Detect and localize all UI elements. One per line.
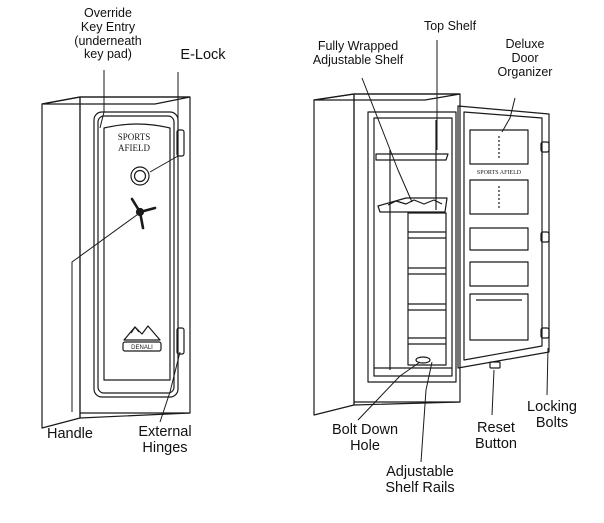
external-hinge-top: [176, 129, 185, 157]
leader-lines: [71, 40, 549, 463]
closed-safe-door: [93, 111, 179, 398]
deluxe-door-organizer: [469, 129, 529, 341]
locking-bolts: [540, 141, 550, 339]
top-shelf: [375, 153, 449, 161]
deluxe-door-organizer-label: Deluxe Door Organizer: [497, 37, 553, 79]
front-brand-logo-line-2: AFIELD: [118, 143, 150, 153]
bolt-down-hole: [415, 356, 431, 364]
denali-badge-label: DENALI: [131, 345, 153, 351]
e-lock-label: E-Lock: [180, 47, 226, 63]
closed-safe-side: [41, 96, 81, 429]
door-brand-logo: SPORTS AFIELD: [477, 170, 522, 176]
open-safe-side: [313, 93, 355, 416]
closed-safe: [41, 96, 191, 429]
open-safe: [313, 93, 550, 416]
front-brand-logo-line-1: SPORTS: [118, 132, 150, 142]
reset-button: [489, 361, 501, 369]
adjustable-shelf-rails-label: Adjustable Shelf Rails: [385, 464, 455, 496]
top-shelf-label: Top Shelf: [423, 19, 477, 33]
denali-badge: [122, 325, 162, 352]
fully-wrapped-shelf: [377, 197, 448, 213]
external-hinges-label: External Hinges: [138, 424, 192, 456]
handle-label: Handle: [47, 426, 93, 442]
open-safe-top: [313, 93, 461, 101]
reset-button-label: Reset Button: [475, 420, 517, 452]
shelf-cabinet: [407, 212, 447, 366]
external-hinge-bottom: [176, 327, 185, 355]
closed-safe-top: [41, 96, 191, 105]
fully-wrapped-shelf-label: Fully Wrapped Adjustable Shelf: [312, 39, 404, 67]
bolt-down-hole-label: Bolt Down Hole: [331, 422, 399, 454]
override-key-entry-label: Override Key Entry (underneath key pad): [74, 6, 142, 62]
e-lock-keypad: [130, 166, 150, 186]
open-safe-front: [353, 93, 461, 406]
locking-bolts-label: Locking Bolts: [527, 399, 577, 431]
open-door: [457, 105, 550, 369]
